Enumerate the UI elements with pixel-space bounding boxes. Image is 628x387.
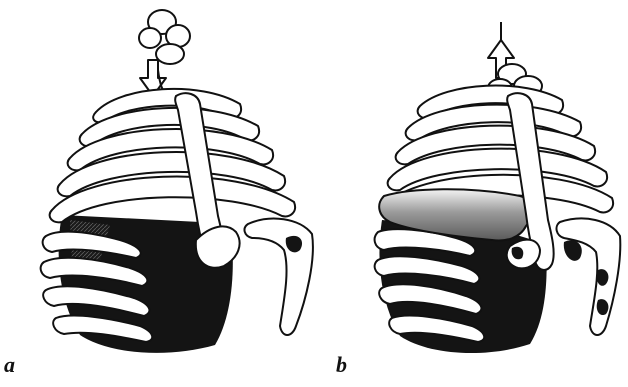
panel-b-diagram — [375, 22, 621, 353]
panel-label-a: a — [4, 354, 15, 376]
panel-a-diagram — [41, 10, 313, 353]
air-puff-a — [139, 10, 190, 64]
panel-label-b: b — [336, 354, 347, 376]
